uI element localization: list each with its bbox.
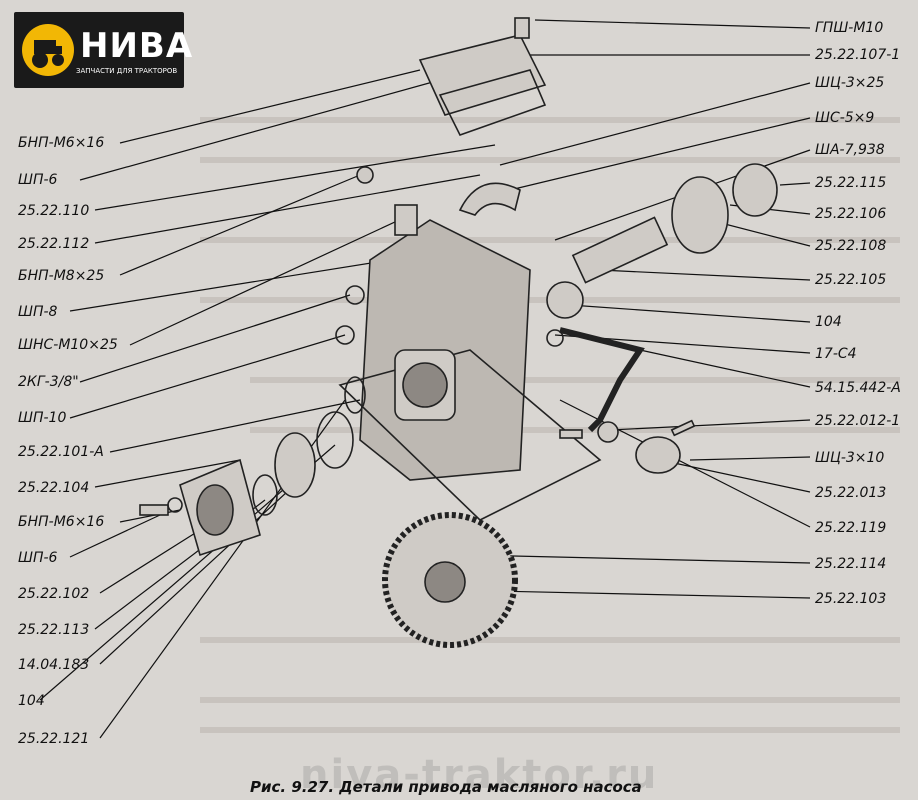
lever-pivot [597, 421, 619, 443]
left-part-label: 25.22.110 [18, 203, 90, 219]
plug [635, 436, 681, 474]
left-part-label: БНП-М8×25 [18, 268, 105, 284]
right-part-label: ША-7,938 [815, 142, 885, 158]
logo-brand: НИВА [80, 26, 194, 66]
left-part-label: 25.22.112 [18, 236, 90, 252]
pin [670, 419, 696, 437]
left-part-label: БНП-М6×16 [18, 514, 105, 530]
bearing-right [546, 281, 584, 319]
ring-a [344, 376, 366, 414]
nut [356, 166, 374, 184]
left-part-label: 104 [18, 693, 45, 709]
drive-gear [671, 176, 729, 254]
left-part-label: ШП-6 [18, 172, 58, 188]
right-part-label: 104 [815, 314, 842, 330]
spring-small [559, 429, 583, 439]
shaft [571, 216, 669, 284]
bolt-left [394, 204, 418, 236]
logo-tagline: ЗАПЧАСТИ ДЛЯ ТРАКТОРОВ [76, 67, 178, 75]
washer-b [335, 325, 355, 345]
left-part-label: 25.22.121 [18, 731, 90, 747]
left-part-label: 14.04.183 [18, 657, 90, 673]
gasket [438, 69, 547, 136]
left-part-label: ШНС-М10×25 [18, 337, 118, 353]
right-part-label: ШЦ-3×10 [815, 450, 885, 466]
right-part-label: 25.22.106 [815, 206, 887, 222]
bolt-top [514, 17, 530, 39]
figure-caption: Рис. 9.27. Детали привода масляного насо… [250, 778, 642, 796]
lever [559, 327, 645, 433]
right-part-label: 25.22.012-1 [815, 413, 901, 429]
washer-c [167, 497, 183, 513]
right-part-label: 25.22.103 [815, 591, 887, 607]
right-part-label: ШЦ-3×25 [815, 75, 885, 91]
bearing [274, 432, 316, 498]
gear-hub [424, 561, 466, 603]
left-part-label: ШП-10 [18, 410, 67, 426]
right-part-label: 25.22.115 [815, 175, 887, 191]
right-part-label: 25.22.119 [815, 520, 887, 536]
right-part-label: ШС-5×9 [815, 110, 875, 126]
cover-plate [418, 34, 547, 116]
left-part-label: ШП-8 [18, 304, 58, 320]
left-part-label: 25.22.104 [18, 480, 90, 496]
spring-cup [732, 163, 778, 217]
ring-b [316, 411, 354, 469]
seal-ring [252, 474, 278, 516]
right-part-label: 25.22.107-1 [815, 47, 901, 63]
right-part-label: 25.22.013 [815, 485, 887, 501]
parts [139, 17, 778, 648]
right-part-label: ГПШ-М10 [815, 20, 884, 36]
logo: НИВА ЗАПЧАСТИ ДЛЯ ТРАКТОРОВ [14, 12, 192, 88]
background-text [200, 117, 900, 733]
left-part-label: 2КГ-3/8" [18, 374, 79, 390]
flange-bore [402, 362, 448, 408]
watermark: niva-traktor.ru [300, 752, 659, 798]
washer-a [345, 285, 365, 305]
pump-cover-bore [196, 484, 234, 536]
tractor-logo-icon [22, 24, 74, 76]
left-part-label: 25.22.102 [18, 586, 90, 602]
right-part-label: 25.22.105 [815, 272, 887, 288]
left-part-label: БНП-М6×16 [18, 135, 105, 151]
right-part-label: 25.22.108 [815, 238, 887, 254]
right-part-label: 17-С4 [815, 346, 857, 362]
bolt-small [139, 504, 169, 516]
ring-right [546, 329, 564, 347]
left-part-label: 25.22.113 [18, 622, 90, 638]
right-part-label: 25.22.114 [815, 556, 887, 572]
right-part-label: 54.15.442-А [815, 380, 901, 396]
left-part-label: 25.22.101-А [18, 444, 104, 460]
left-part-label: ШП-6 [18, 550, 58, 566]
bracket-half-ring [458, 182, 521, 216]
